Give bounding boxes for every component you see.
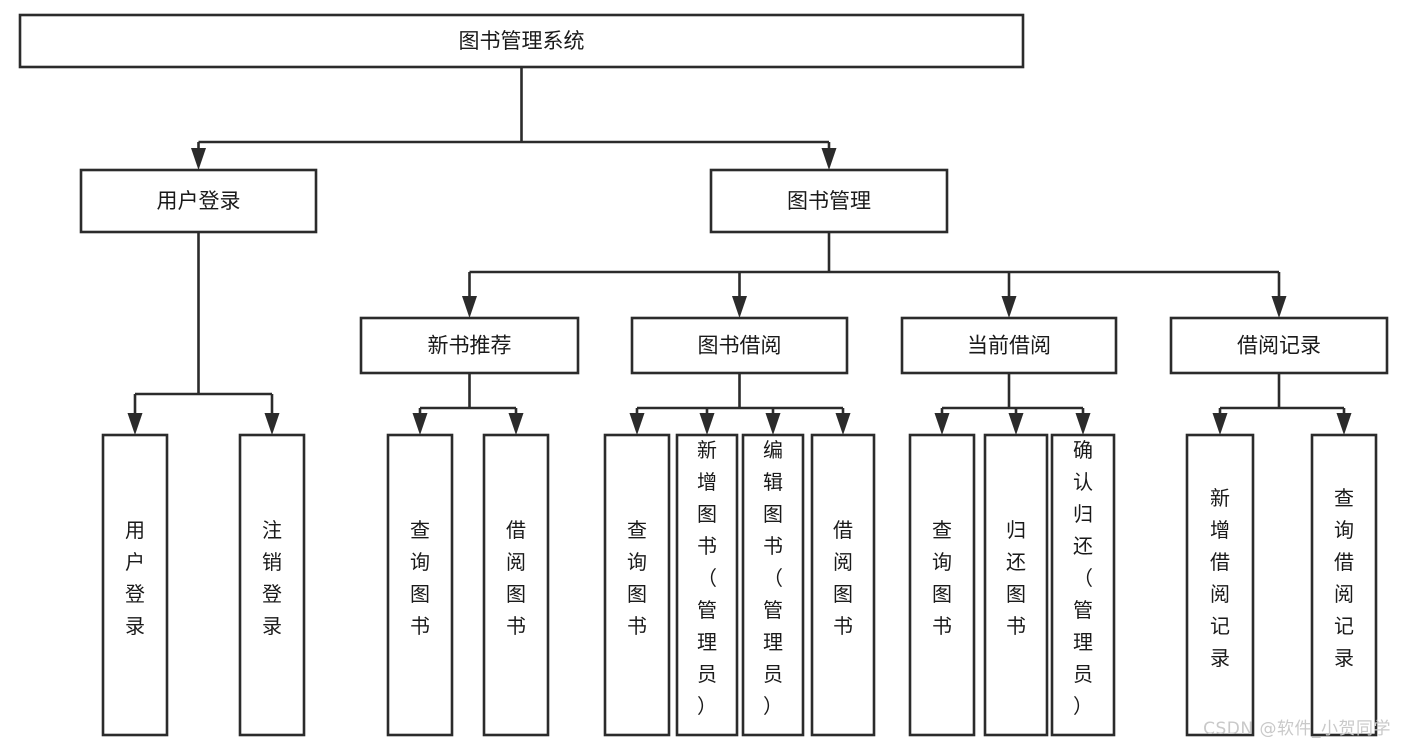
edge-bookmanage-to-borrow-record-head — [1271, 296, 1287, 318]
node-leaf-borrow-book-1[interactable]: 借阅图书 — [482, 433, 550, 737]
node-root[interactable]: 图书管理系统 — [18, 13, 1025, 69]
node-new-book-recommend-label: 新书推荐 — [428, 334, 512, 358]
node-leaf-add-book-box[interactable] — [675, 433, 739, 737]
node-leaf-add-record-box[interactable] — [1185, 433, 1255, 737]
edge-current-borrow-to-leaf-query-book-3-head — [934, 413, 950, 435]
node-leaf-user-login-label: 用户登录 — [125, 518, 145, 638]
node-leaf-user-login[interactable]: 用户登录 — [101, 433, 169, 737]
edge-new-book-recommend-to-leaf-borrow-book-1-head — [508, 413, 524, 435]
edge-book-borrow-to-leaf-add-book-head — [699, 413, 715, 435]
node-root-label: 图书管理系统 — [459, 29, 585, 53]
node-leaf-query-record-label: 查询借阅记录 — [1334, 486, 1354, 670]
node-leaf-query-book-2-box[interactable] — [603, 433, 671, 737]
node-leaf-borrow-book-1-label: 借阅图书 — [506, 518, 526, 638]
edge-userlogin-to-leaf-logout-login-head — [264, 413, 280, 435]
node-leaf-edit-book[interactable]: 编辑图书（管理员） — [741, 433, 805, 737]
node-leaf-add-book[interactable]: 新增图书（管理员） — [675, 433, 739, 737]
node-leaf-borrow-book-2-label: 借阅图书 — [833, 518, 853, 638]
edge-book-borrow-to-leaf-query-book-2-head — [629, 413, 645, 435]
node-leaf-query-book-2[interactable]: 查询图书 — [603, 433, 671, 737]
edge-bookmanage-to-new-book-recommend-head — [462, 296, 477, 318]
node-book-manage-box[interactable] — [709, 168, 949, 234]
node-leaf-return-book-box[interactable] — [983, 433, 1049, 737]
node-book-borrow-box[interactable] — [630, 316, 849, 375]
edge-current-borrow-to-leaf-return-book-head — [1008, 413, 1024, 435]
node-leaf-query-book-3[interactable]: 查询图书 — [908, 433, 976, 737]
node-new-book-recommend-box[interactable] — [359, 316, 580, 375]
edge-userlogin-to-leaf-user-login-head — [127, 413, 143, 435]
node-book-borrow[interactable]: 图书借阅 — [630, 316, 849, 375]
node-new-book-recommend[interactable]: 新书推荐 — [359, 316, 580, 375]
node-current-borrow-box[interactable] — [900, 316, 1118, 375]
node-borrow-record[interactable]: 借阅记录 — [1169, 316, 1389, 375]
edge-new-book-recommend-to-leaf-query-book-1-head — [412, 413, 428, 435]
node-current-borrow[interactable]: 当前借阅 — [900, 316, 1118, 375]
node-leaf-query-book-1[interactable]: 查询图书 — [386, 433, 454, 737]
edge-bookmanage-to-book-borrow-head — [732, 296, 747, 318]
node-leaf-add-book-label: 新增图书（管理员） — [697, 438, 717, 718]
node-leaf-logout-login-label: 注销登录 — [262, 518, 282, 638]
node-leaf-query-record[interactable]: 查询借阅记录 — [1310, 433, 1378, 737]
node-leaf-query-book-3-box[interactable] — [908, 433, 976, 737]
node-leaf-query-book-3-label: 查询图书 — [932, 518, 952, 638]
node-leaf-logout-login-box[interactable] — [238, 433, 306, 737]
node-leaf-edit-book-label: 编辑图书（管理员） — [763, 438, 783, 718]
node-user-login[interactable]: 用户登录 — [79, 168, 318, 234]
node-current-borrow-label: 当前借阅 — [967, 334, 1051, 358]
node-borrow-record-box[interactable] — [1169, 316, 1389, 375]
node-leaf-query-record-box[interactable] — [1310, 433, 1378, 737]
node-leaf-confirm-return[interactable]: 确认归还（管理员） — [1050, 433, 1116, 737]
node-book-manage[interactable]: 图书管理 — [709, 168, 949, 234]
node-borrow-record-label: 借阅记录 — [1237, 334, 1321, 358]
node-book-borrow-label: 图书借阅 — [698, 334, 782, 358]
node-root-box[interactable] — [18, 13, 1025, 69]
edge-borrow-record-to-leaf-query-record-head — [1336, 413, 1352, 435]
edge-current-borrow-to-leaf-confirm-return-head — [1075, 413, 1091, 435]
edge-root-to-book-manage-head — [821, 148, 837, 170]
node-leaf-add-record[interactable]: 新增借阅记录 — [1185, 433, 1255, 737]
connectors-layer — [127, 67, 1352, 435]
node-user-login-label: 用户登录 — [157, 189, 241, 213]
node-leaf-borrow-book-2[interactable]: 借阅图书 — [810, 433, 876, 737]
edge-bookmanage-to-current-borrow-head — [1001, 296, 1017, 318]
node-leaf-edit-book-box[interactable] — [741, 433, 805, 737]
node-leaf-logout-login[interactable]: 注销登录 — [238, 433, 306, 737]
node-leaf-borrow-book-1-box[interactable] — [482, 433, 550, 737]
edge-book-borrow-to-leaf-edit-book-head — [765, 413, 781, 435]
node-leaf-query-book-1-box[interactable] — [386, 433, 454, 737]
node-leaf-return-book-label: 归还图书 — [1006, 518, 1026, 638]
node-leaf-confirm-return-box[interactable] — [1050, 433, 1116, 737]
edge-root-to-user-login-head — [191, 148, 206, 170]
node-book-manage-label: 图书管理 — [787, 189, 871, 213]
node-leaf-return-book[interactable]: 归还图书 — [983, 433, 1049, 737]
node-leaf-user-login-box[interactable] — [101, 433, 169, 737]
edge-borrow-record-to-leaf-add-record-head — [1212, 413, 1228, 435]
node-leaf-borrow-book-2-box[interactable] — [810, 433, 876, 737]
edge-book-borrow-to-leaf-borrow-book-2-head — [835, 413, 851, 435]
node-leaf-add-record-label: 新增借阅记录 — [1210, 486, 1230, 670]
node-leaf-query-book-1-label: 查询图书 — [410, 518, 430, 638]
nodes-layer: 图书管理系统用户登录图书管理新书推荐图书借阅当前借阅借阅记录用户登录注销登录查询… — [18, 13, 1389, 737]
node-leaf-query-book-2-label: 查询图书 — [627, 518, 647, 638]
node-user-login-box[interactable] — [79, 168, 318, 234]
node-leaf-confirm-return-label: 确认归还（管理员） — [1073, 438, 1093, 718]
